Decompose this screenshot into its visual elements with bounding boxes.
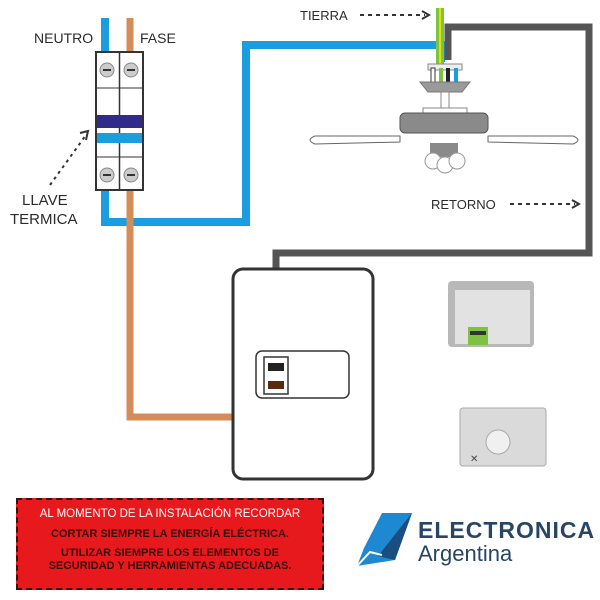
svg-text:✕: ✕ [470,454,478,465]
brand-wordmark: ELECTRONICA Argentina [418,518,595,566]
llave-label-line1: LLAVE [22,192,68,209]
fase-label: FASE [140,30,176,46]
tierra-label: TIERRA [300,8,348,23]
warning-title: AL MOMENTO DE LA INSTALACIÓN RECORDAR [39,508,301,520]
dimmer-module-back [448,281,534,347]
brand-name: ELECTRONICA [418,517,596,543]
wall-plate [231,267,375,481]
breaker-pointer-arrow [49,134,87,186]
warning-line-2b: SEGURIDAD Y HERRAMIENTAS ADECUADAS. [48,560,292,572]
ceiling-fan [309,63,579,174]
neutro-wire [101,18,445,226]
llave-label-line2: TERMICA [10,211,78,228]
safety-warning-box: AL MOMENTO DE LA INSTALACIÓN RECORDAR CO… [16,498,324,590]
warning-line-1: CORTAR SIEMPRE LA ENERGÍA ELÉCTRICA. [51,528,289,540]
neutro-label: NEUTRO [34,30,94,46]
retorno-label: RETORNO [431,197,496,212]
tierra-stripe [439,8,441,68]
brand-logo-icon [356,513,412,567]
circuit-breaker [95,51,144,191]
brand-subtitle: Argentina [418,541,513,566]
dimmer-module-front: ✕ [459,407,547,467]
warning-line-2a: UTILIZAR SIEMPRE LOS ELEMENTOS DE [61,547,279,559]
